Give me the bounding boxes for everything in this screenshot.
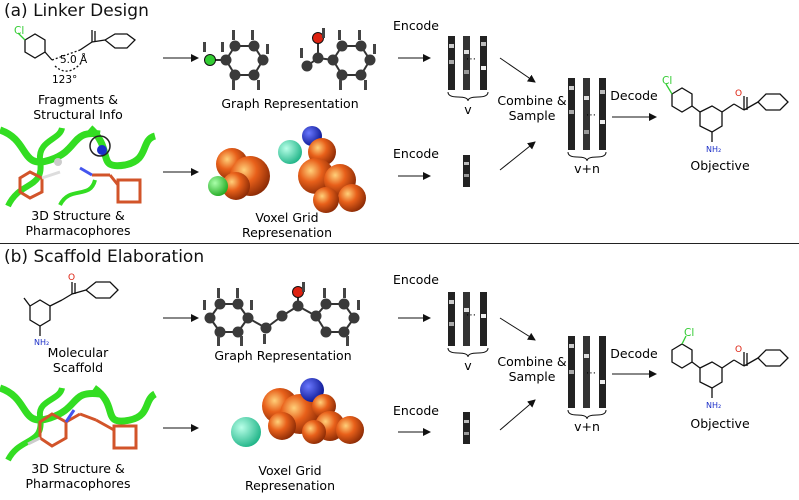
section-divider <box>0 243 799 244</box>
svg-text:⋯: ⋯ <box>466 54 476 65</box>
structure-caption-b-line1: 3D Structure & <box>31 461 125 476</box>
objective-caption-b: Objective <box>690 416 750 431</box>
decode-label: Decode <box>610 88 658 103</box>
voxel-caption-line1: Voxel Grid <box>255 210 318 225</box>
objective-molecule <box>665 83 789 142</box>
svg-text:⋯: ⋯ <box>586 368 596 379</box>
encode-top-label: Encode <box>393 18 439 33</box>
scaffold-caption-line1: Molecular <box>48 345 110 360</box>
scaffold-oxygen: O <box>68 273 75 283</box>
voxel-caption-line2: Represenation <box>242 225 332 240</box>
fragment-caption-line2: Structural Info <box>33 107 123 122</box>
objective-amine: NH₂ <box>706 145 721 154</box>
voxel-caption-b-line1: Voxel Grid <box>258 463 321 478</box>
structure-caption-line1: 3D Structure & <box>31 208 125 223</box>
latent-vector-n <box>463 155 470 187</box>
node-feature-bars <box>203 28 376 90</box>
combine-caption-b-line1: Combine & <box>497 354 567 369</box>
graph-nodes-b <box>204 286 360 338</box>
fragment-caption-line1: Fragments & <box>38 92 118 107</box>
protein-structure-3d <box>0 125 157 208</box>
arrow-v-to-combine <box>499 57 536 83</box>
v-label-b: v <box>464 358 472 373</box>
latent-vector-v: ⋯ <box>447 36 489 102</box>
latent-vector-v-b: ⋯ <box>447 292 489 358</box>
combine-caption-b-line2: Sample <box>509 369 556 384</box>
graph-caption-b: Graph Representation <box>214 348 351 363</box>
objective-chlorine-b: Cl <box>684 327 694 339</box>
arrow-n-to-combine <box>499 141 536 171</box>
scaffold-molecule <box>23 281 119 336</box>
decode-label-b: Decode <box>610 346 658 361</box>
scaffold-amine: NH₂ <box>34 338 49 347</box>
objective-molecule-b <box>671 335 789 398</box>
combine-caption-line1: Combine & <box>497 93 567 108</box>
arrow-v-to-combine-b <box>499 317 536 341</box>
voxel-grid <box>208 126 366 213</box>
graph-nodes <box>204 32 376 81</box>
objective-oxygen-b: O <box>735 345 742 355</box>
svg-text:⋯: ⋯ <box>586 110 596 121</box>
encode-top-label-b: Encode <box>393 272 439 287</box>
graph-caption: Graph Representation <box>221 96 358 111</box>
latent-vector-vn: ⋯ <box>567 78 607 162</box>
objective-chlorine: Cl <box>662 75 672 87</box>
svg-text:⋯: ⋯ <box>466 310 476 321</box>
chlorine-label: Cl <box>14 25 24 37</box>
vn-label: v+n <box>574 161 600 176</box>
angle-label: 123° <box>52 74 77 86</box>
node-feature-bars-b <box>203 282 360 346</box>
objective-amine-b: NH₂ <box>706 401 721 410</box>
arrow-n-to-combine-b <box>499 399 536 431</box>
distance-label: 5.0 Å <box>60 53 88 66</box>
structure-caption-line2: Pharmacophores <box>26 223 131 238</box>
scaffold-caption-line2: Scaffold <box>53 360 103 375</box>
latent-vector-n-b <box>463 412 470 444</box>
vn-label-b: v+n <box>574 419 600 434</box>
scaffold-elaboration-diagram: O NH₂ Molecular Scaffold <box>0 272 789 493</box>
v-label: v <box>464 102 472 117</box>
encode-bottom-label: Encode <box>393 146 439 161</box>
voxel-grid-b <box>231 378 364 447</box>
objective-caption: Objective <box>690 158 750 173</box>
fragment-molecule <box>17 30 136 72</box>
latent-vector-vn-b: ⋯ <box>567 336 607 420</box>
protein-structure-3d-b <box>0 384 158 462</box>
objective-oxygen: O <box>735 89 742 99</box>
section-b-title: (b) Scaffold Elaboration <box>4 247 205 267</box>
section-a-title: (a) Linker Design <box>4 1 149 21</box>
encode-bottom-label-b: Encode <box>393 403 439 418</box>
voxel-caption-b-line2: Represenation <box>245 478 335 493</box>
combine-caption-line2: Sample <box>509 108 556 123</box>
linker-design-diagram: Cl 5.0 Å 123° Fragments & Structural Inf… <box>0 18 789 240</box>
structure-caption-b-line2: Pharmacophores <box>26 476 131 491</box>
